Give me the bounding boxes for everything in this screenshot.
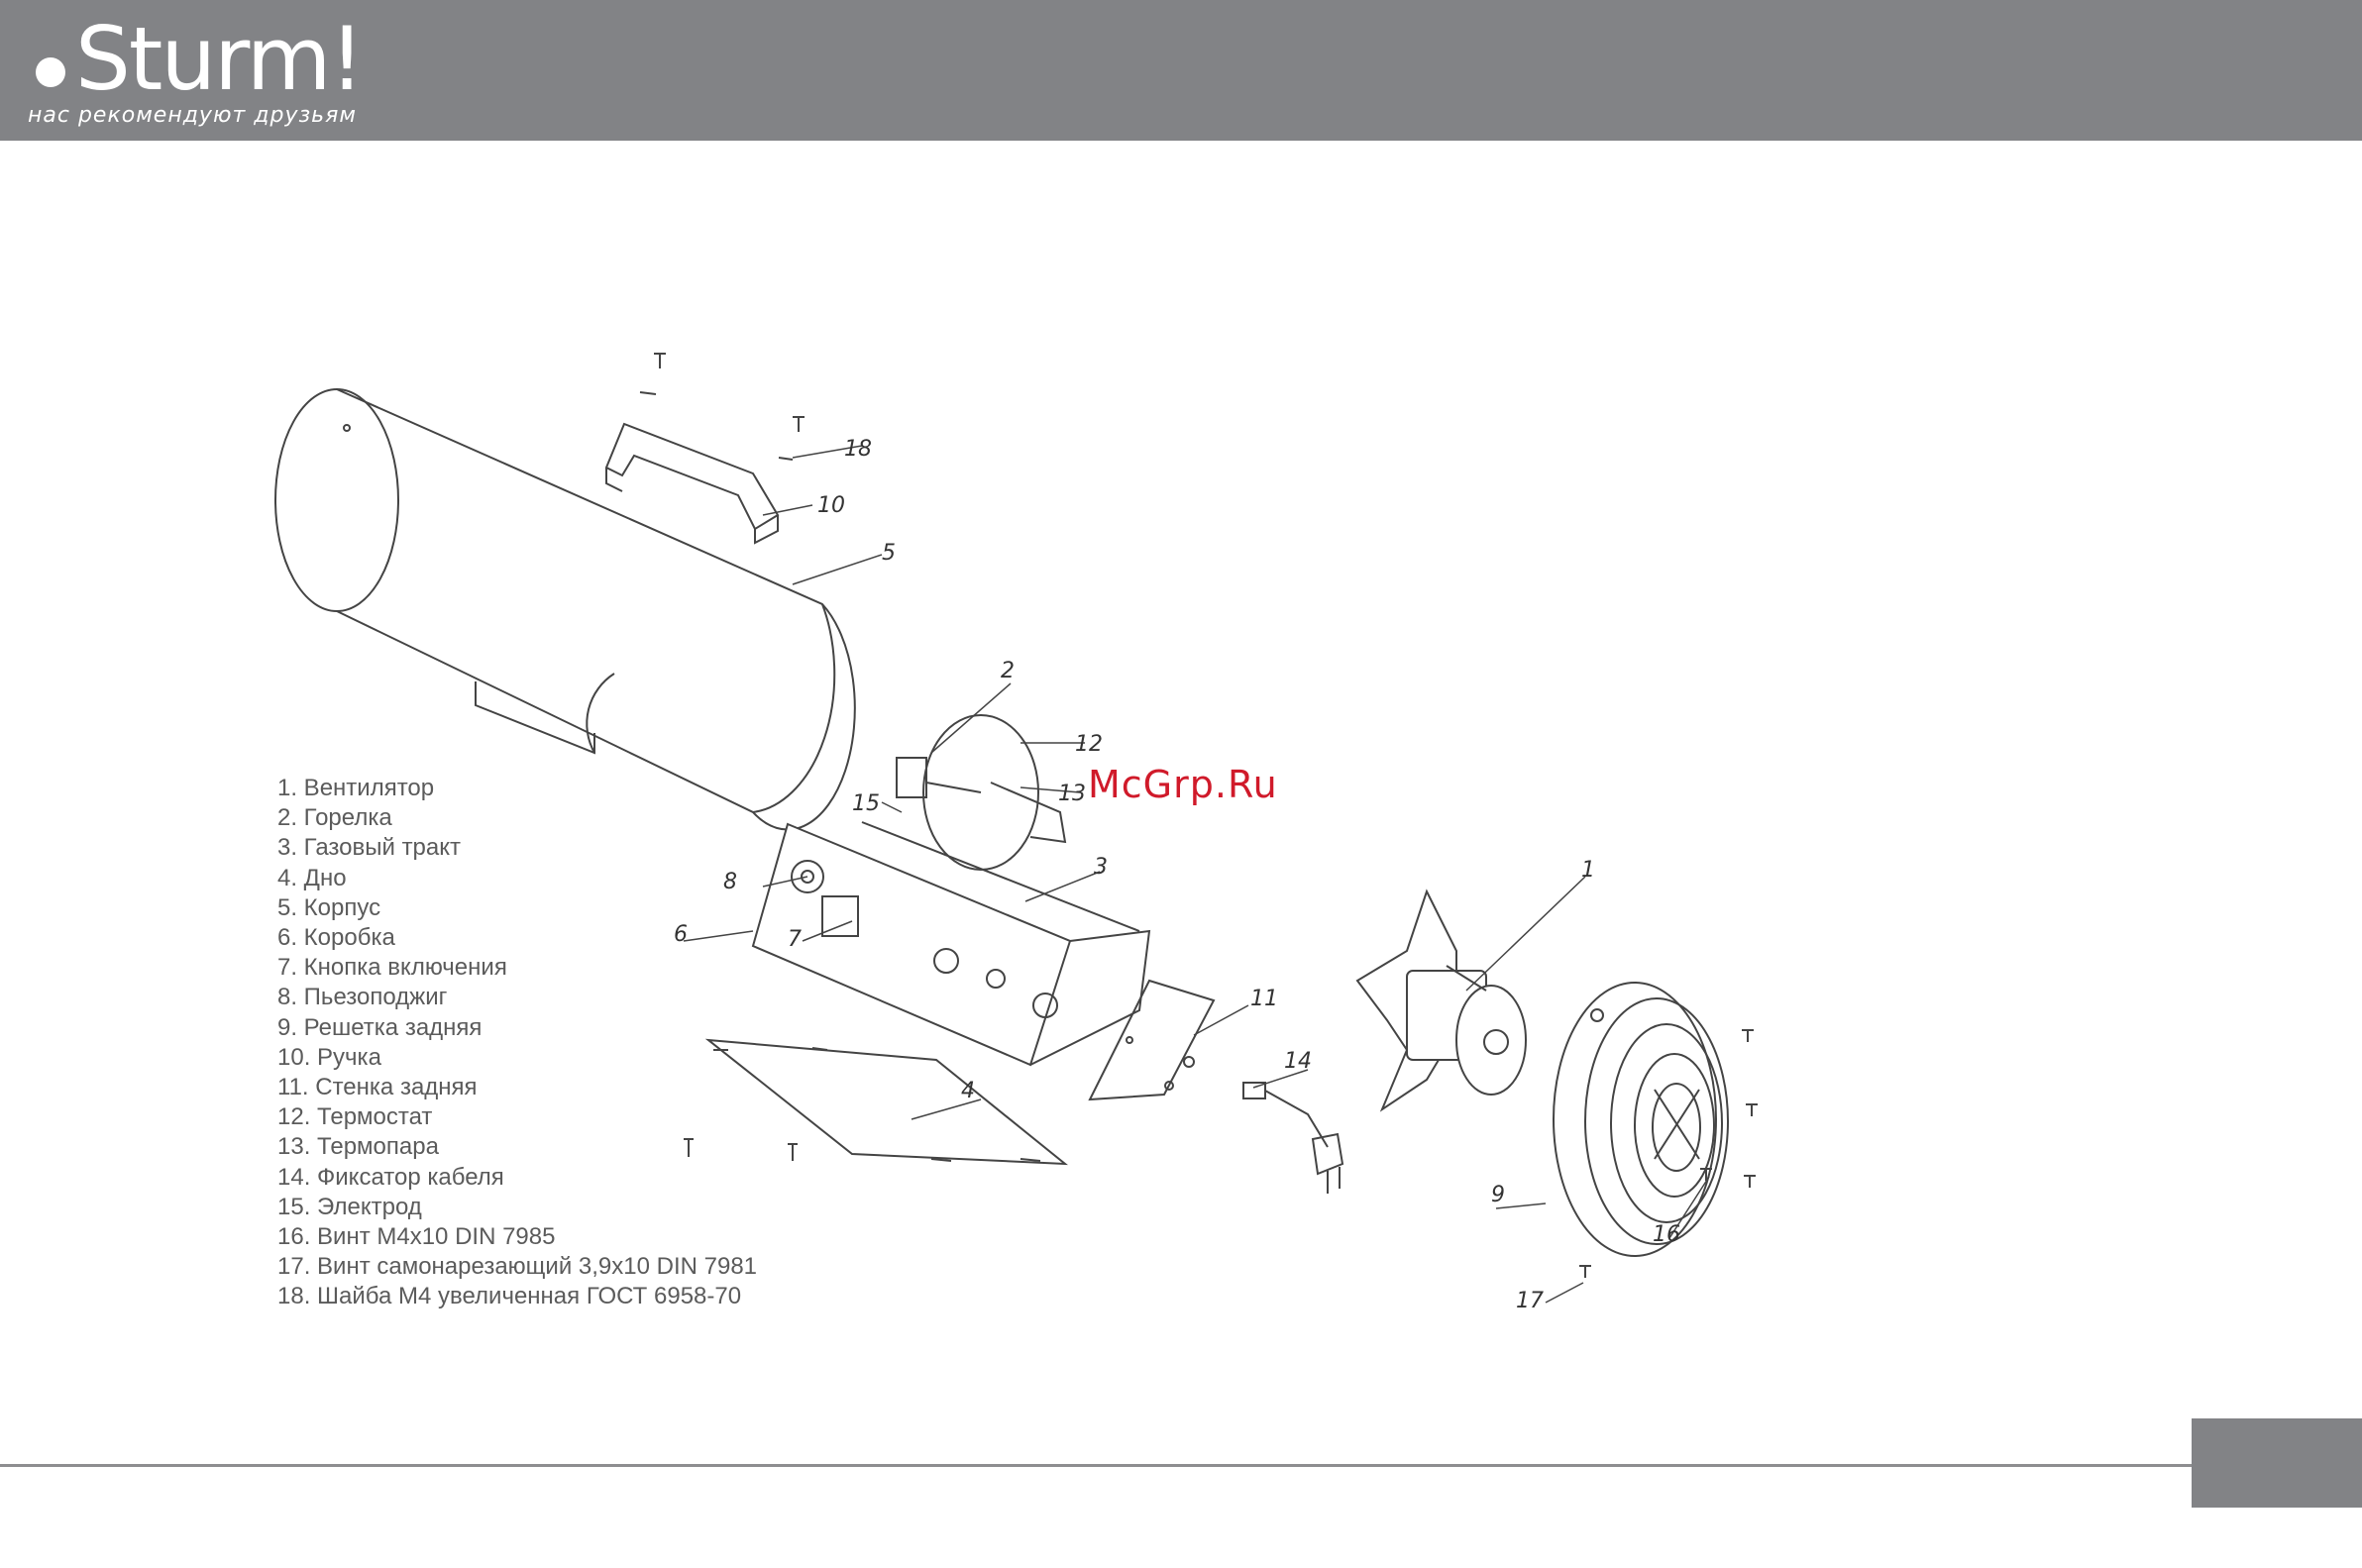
callout-9: 9: [1491, 1183, 1505, 1207]
page-number-tab: [2192, 1418, 2362, 1508]
callout-8: 8: [723, 870, 737, 894]
control-box-part: [751, 821, 1151, 1067]
callout-7: 7: [788, 927, 802, 952]
handle-part: [604, 422, 780, 545]
housing-part: [274, 388, 856, 831]
callout-13: 13: [1058, 782, 1086, 806]
legend-item: 1. Вентилятор: [277, 775, 435, 801]
legend-item: 2. Горелка: [277, 804, 392, 832]
legend-item: 9. Решетка задняя: [277, 1013, 483, 1041]
watermark-text[interactable]: McGrp.Ru: [1088, 763, 1278, 806]
logo-slogan: нас рекомендуют друзьям: [28, 103, 357, 128]
callout-12: 12: [1075, 732, 1103, 757]
callout-3: 3: [1094, 855, 1108, 880]
callout-4: 4: [961, 1079, 975, 1103]
legend-item: 8. Пьезоподжиг: [277, 984, 448, 1011]
logo-dot-icon: [36, 57, 65, 87]
callout-17: 17: [1516, 1289, 1544, 1313]
logo-wordmark: Sturm!: [75, 8, 365, 110]
callout-5: 5: [882, 541, 896, 566]
callout-18: 18: [844, 437, 872, 462]
callout-6: 6: [674, 922, 688, 947]
legend-item: 6. Коробка: [277, 924, 395, 952]
callout-11: 11: [1250, 987, 1278, 1011]
top-screws: [639, 353, 805, 461]
callout-1: 1: [1581, 858, 1595, 883]
callout-14: 14: [1284, 1049, 1312, 1074]
legend-item: 5. Корпус: [277, 893, 381, 921]
fan-part: [1355, 889, 1527, 1112]
header-bar: Sturm! нас рекомендуют друзьям: [0, 0, 2362, 141]
cable-plug-part: [1164, 1056, 1344, 1194]
leader-lines: [683, 445, 1710, 1304]
legend-item: 18. Шайба М4 увеличенная ГОСТ 6958-70: [277, 1283, 742, 1310]
legend-item: 17. Винт самонарезающий 3,9х10 DIN 7981: [277, 1253, 758, 1281]
legend-item: 7. Кнопка включения: [277, 954, 507, 982]
callout-10: 10: [817, 493, 845, 518]
legend-item: 14. Фиксатор кабеля: [277, 1163, 504, 1191]
rear-grill-part: [1553, 982, 1729, 1257]
legend-item: 12. Термостат: [277, 1103, 433, 1131]
legend-item: 15. Электрод: [277, 1193, 422, 1220]
legend-item: 11. Стенка задняя: [277, 1074, 478, 1101]
legend-item: 16. Винт М4х10 DIN 7985: [277, 1223, 556, 1251]
rear-wall-part: [1088, 979, 1216, 1101]
side-screws: [1579, 1029, 1758, 1278]
legend-item: 3. Газовый тракт: [277, 834, 462, 862]
footer-divider: [0, 1464, 2192, 1467]
callout-16: 16: [1653, 1222, 1680, 1247]
legend-item: 4. Дно: [277, 864, 347, 891]
bottom-plate-part: [684, 1038, 1069, 1166]
callout-numbers: 1 2 3 4 5 6 7 8 9 10 11 12 13 14 15 16 1…: [674, 437, 1680, 1313]
callout-2: 2: [1001, 659, 1015, 683]
parts-legend: 1. Вентилятор 2. Горелка 3. Газовый трак…: [277, 774, 757, 1312]
callout-15: 15: [852, 791, 880, 816]
legend-item: 10. Ручка: [277, 1043, 381, 1071]
legend-item: 13. Термопара: [277, 1133, 439, 1161]
